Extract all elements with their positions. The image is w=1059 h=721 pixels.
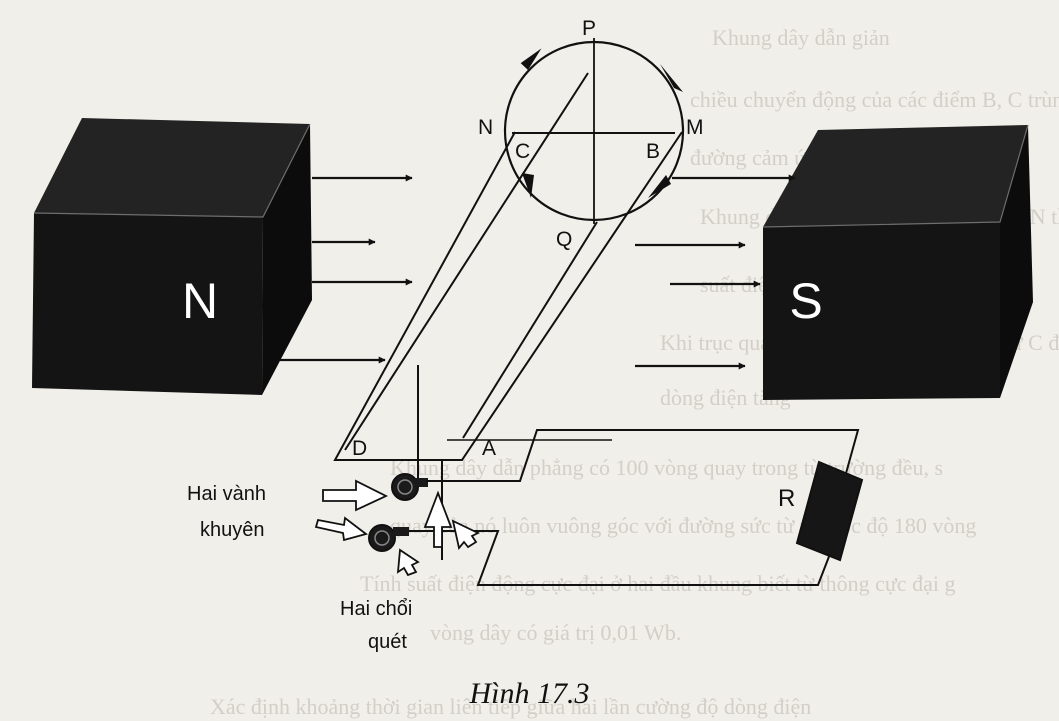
brush-pointer (423, 490, 453, 548)
south-magnet-side (1000, 125, 1033, 398)
pointer-arrows (314, 479, 481, 577)
point-d-label: D (352, 437, 367, 460)
bg-line: Tính suất điện động cực đại ở hai đầu kh… (360, 571, 955, 596)
south-magnet-front (763, 222, 1000, 400)
point-b-label: B (646, 140, 660, 163)
point-m-label: M (686, 116, 704, 139)
bg-line: Xác định khoảng thời gian liên tiếp giữa… (210, 694, 811, 719)
resistor-label: R (778, 485, 795, 512)
bg-line: chiều chuyển động của các điểm B, C trùn… (690, 87, 1059, 112)
north-magnet-top (34, 118, 310, 217)
brush-pointer (451, 519, 481, 550)
field-lines (280, 174, 796, 370)
slip-ring-lower (368, 524, 396, 552)
slip-ring-upper-inner (397, 479, 413, 495)
bg-line: Khung dây dẫn phẳng có 100 vòng quay tro… (390, 455, 943, 480)
rotation-arrow (522, 173, 534, 198)
brushes-label-line1: Hai chổi (340, 598, 412, 620)
point-p-label: P (582, 17, 596, 40)
coil-inner-wire (344, 72, 589, 451)
brush-pointer (396, 548, 420, 577)
bg-line: quay của nó luôn vuông góc với đường sức… (390, 513, 976, 538)
south-magnet-edge (762, 124, 1029, 228)
coil (333, 72, 683, 560)
point-q-label: Q (556, 228, 572, 251)
bg-line: Khung dây dẫn giản (712, 25, 890, 50)
slip-rings-label-line1: Hai vành (187, 483, 266, 505)
brushes-label-line2: quét (368, 631, 407, 653)
slip-ring-pointer (314, 516, 368, 542)
brush-upper (414, 478, 428, 487)
bg-line: vòng dây có giá trị 0,01 Wb. (430, 620, 681, 645)
coil-inner-wire (462, 221, 598, 439)
slip-rings (368, 473, 428, 552)
point-c-label: C (515, 140, 530, 163)
resistor (795, 460, 864, 562)
circuit-wire-upper (426, 429, 860, 496)
north-pole-label: N (182, 273, 218, 329)
rotation-arrow (648, 175, 671, 198)
slip-ring-lower-inner (374, 530, 390, 546)
coil-frame (333, 131, 683, 461)
rotation-arrow (520, 48, 542, 70)
slip-rings-label-line2: khuyên (200, 519, 265, 541)
point-a-label: A (482, 437, 496, 460)
point-n-label: N (478, 116, 493, 139)
annotations: Hai vành khuyên Hai chổi quét (187, 483, 412, 653)
north-magnet: N (32, 118, 312, 395)
brush-lower (393, 527, 409, 536)
north-magnet-edge (33, 123, 311, 218)
south-magnet-top (763, 125, 1028, 227)
point-labels: P Q N M C B D A (352, 17, 704, 460)
slip-ring-pointer (322, 479, 389, 512)
rotation-arrow (660, 64, 683, 92)
figure-caption: Hình 17.3 (469, 677, 590, 710)
rotation-circle (503, 38, 685, 224)
south-magnet: S (762, 124, 1033, 400)
south-pole-label: S (789, 273, 822, 329)
north-magnet-side (262, 124, 312, 395)
north-magnet-front (32, 213, 263, 395)
